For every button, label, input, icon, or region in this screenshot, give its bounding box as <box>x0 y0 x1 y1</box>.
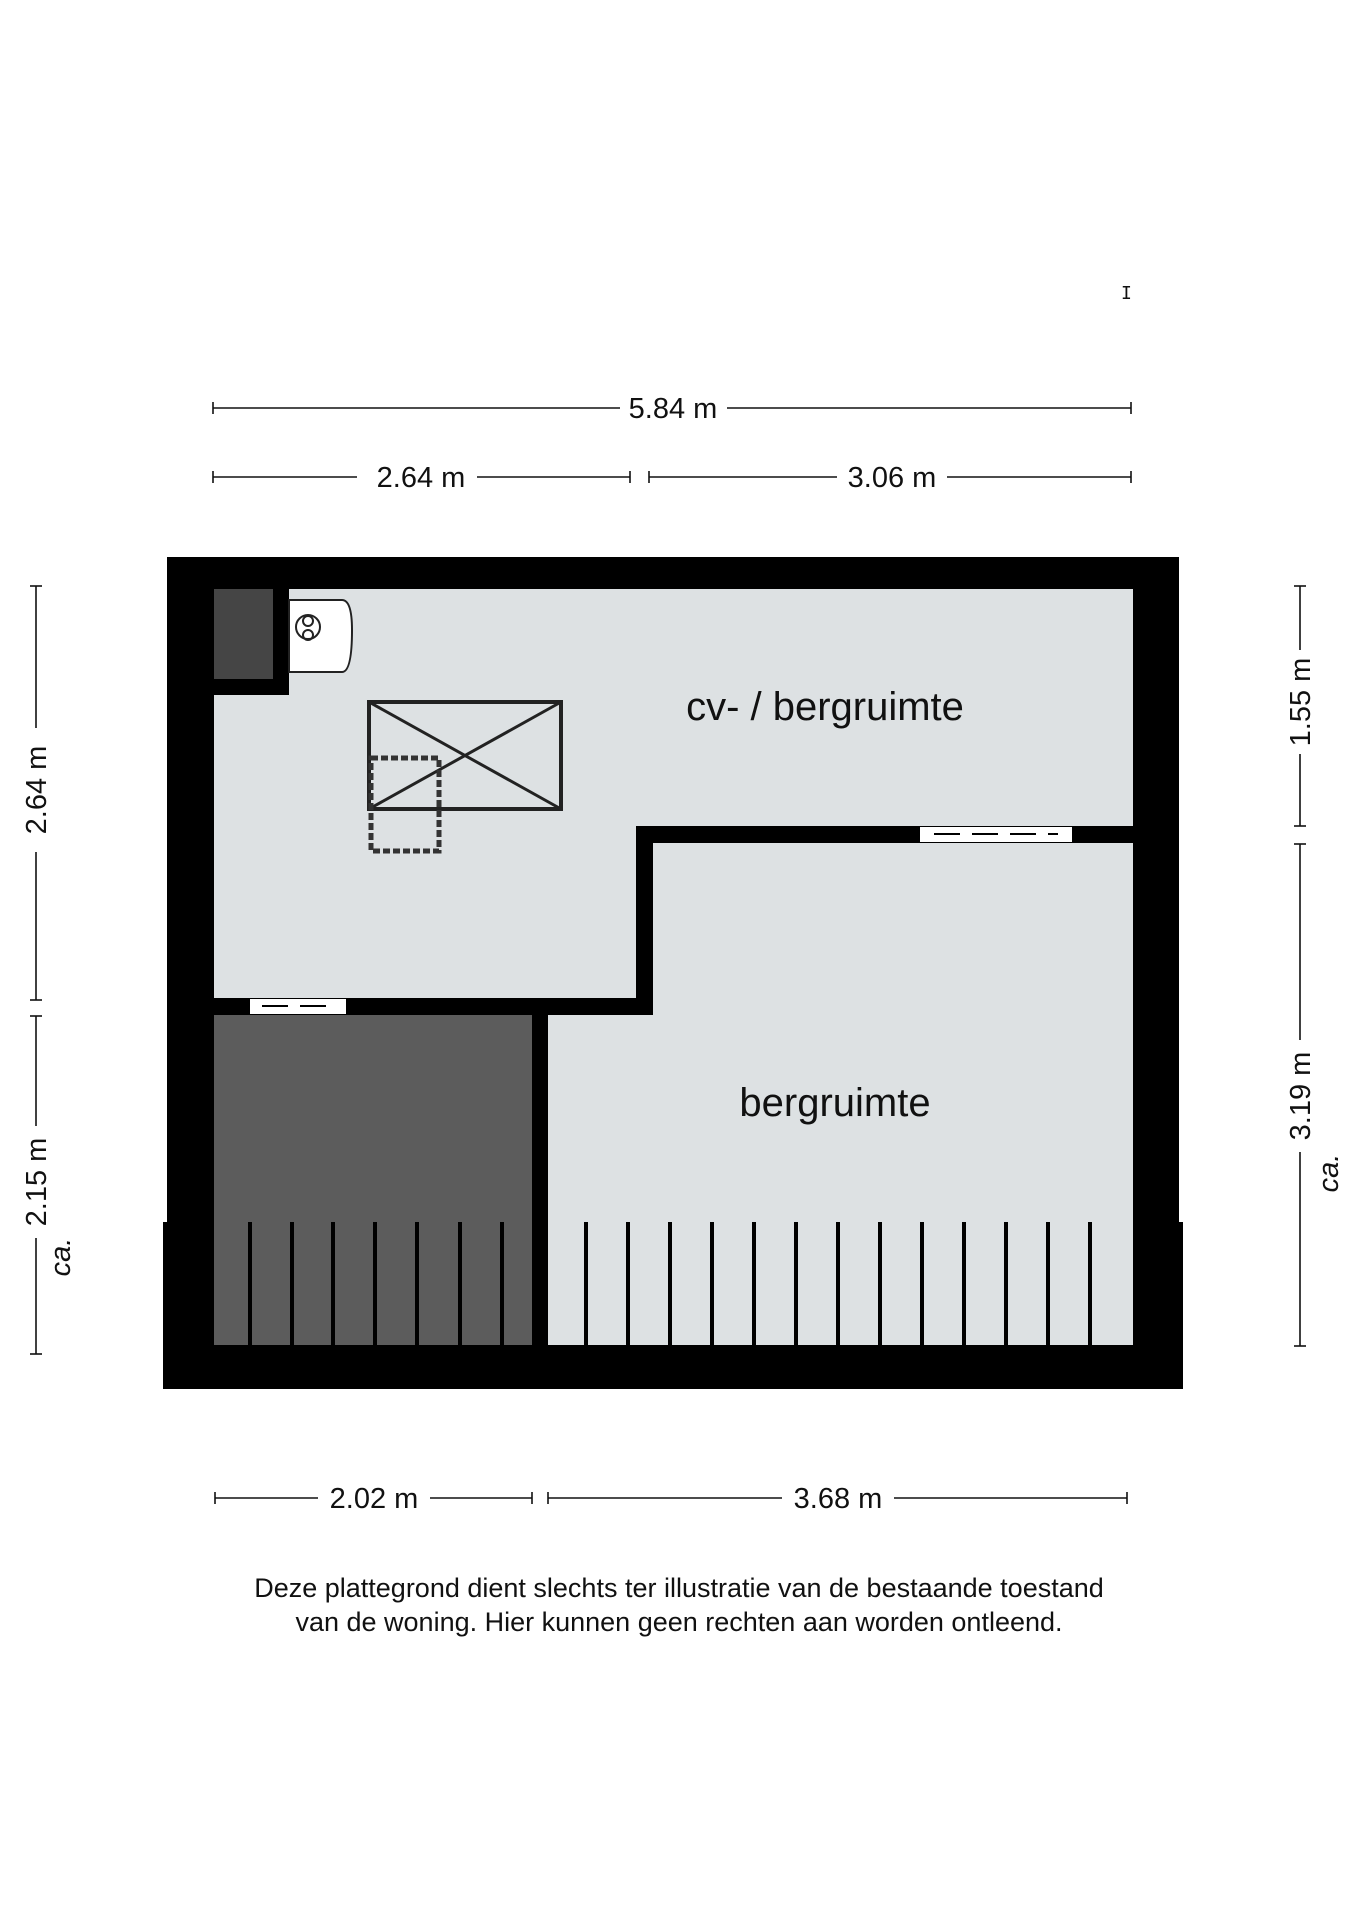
room-label-cv-bergruimte: cv- / bergruimte <box>686 685 964 729</box>
dimension-right-lower: 3.19 m ca. <box>1285 843 1345 1347</box>
dimension-top-left: 2.64 m <box>212 462 631 494</box>
door-opening <box>250 999 346 1014</box>
disclaimer: Deze plattegrond dient slechts ter illus… <box>0 1571 1358 1639</box>
dimension-left-upper: 2.64 m <box>21 585 53 1001</box>
dim-label: 2.64 m <box>21 746 53 835</box>
knee-wall-right <box>1177 1222 1183 1389</box>
dim-label: 3.19 m <box>1285 1052 1317 1141</box>
dim-ca-label: ca. <box>45 1238 77 1277</box>
marker-glyph: I <box>1121 283 1132 304</box>
disclaimer-line-2: van de woning. Hier kunnen geen rechten … <box>295 1607 1063 1637</box>
dim-ca-label: ca. <box>1313 1154 1345 1193</box>
dim-label: 1.55 m <box>1285 658 1317 747</box>
disclaimer-line-1: Deze plattegrond dient slechts ter illus… <box>254 1573 1104 1603</box>
dimension-top-total: 5.84 m <box>212 393 1132 425</box>
shaft <box>214 589 273 679</box>
dim-label: 5.84 m <box>629 393 718 425</box>
wall-lower-vertical <box>532 1015 548 1345</box>
dim-label: 2.64 m <box>377 462 466 494</box>
dimension-left-lower: 2.15 m ca. <box>21 1015 77 1355</box>
wall-step-vertical <box>636 826 653 1015</box>
dimension-bottom-left: 2.02 m <box>214 1483 533 1515</box>
room-label-bergruimte: bergruimte <box>739 1081 930 1125</box>
floor-upper-room <box>214 589 1133 998</box>
door-opening <box>920 827 1072 842</box>
dimension-bottom-right: 3.68 m <box>547 1483 1128 1515</box>
dim-label: 2.15 m <box>21 1138 53 1227</box>
ladder-outline <box>368 755 442 854</box>
dim-label: 3.06 m <box>848 462 937 494</box>
knee-wall-left <box>163 1222 169 1389</box>
roof-slope-lines <box>248 1222 1092 1345</box>
dim-label: 3.68 m <box>794 1483 883 1515</box>
dimension-right-upper: 1.55 m <box>1285 585 1317 827</box>
dimension-top-right: 3.06 m <box>648 462 1132 494</box>
boiler-icon <box>288 599 354 673</box>
dim-label: 2.02 m <box>330 1483 419 1515</box>
